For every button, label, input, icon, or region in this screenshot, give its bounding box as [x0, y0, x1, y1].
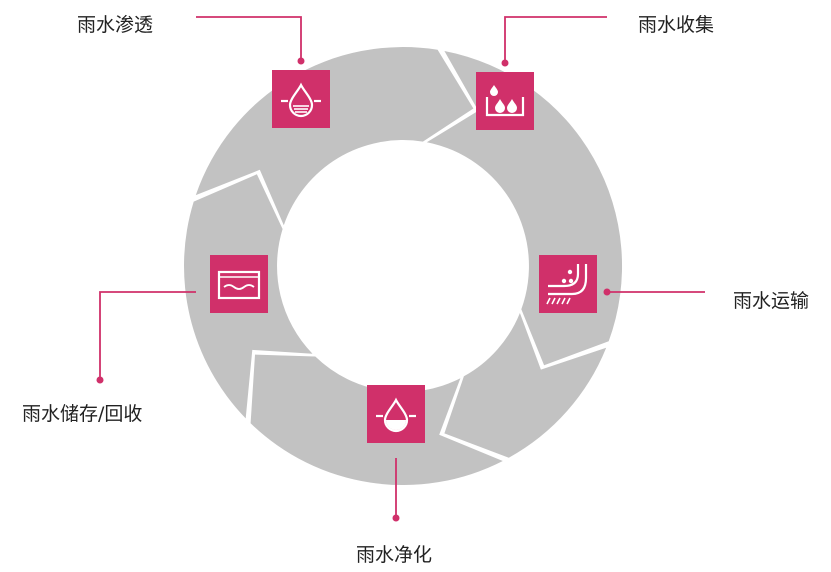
stage-label-storage-recycle: 雨水储存/回收 [22, 403, 143, 425]
stage-label-purification: 雨水净化 [356, 544, 433, 566]
stage-label-collection: 雨水收集 [638, 14, 715, 36]
pipe-transport-icon [539, 255, 597, 313]
collection-icon-tile [476, 72, 534, 130]
leader-collection-dot [501, 59, 509, 67]
storage-tank-icon [210, 255, 268, 313]
leader-storage-recycle [99, 291, 196, 380]
water-drop-infiltration-icon [272, 70, 330, 128]
leader-infiltration-dot [297, 57, 305, 65]
purification-icon-tile [367, 385, 425, 443]
leader-storage-recycle-dot [96, 376, 104, 384]
stage-label-infiltration: 雨水渗透 [77, 14, 154, 36]
leader-purification-dot [392, 514, 400, 522]
segment-transport [444, 313, 607, 458]
leader-infiltration [196, 16, 302, 61]
leader-collection [504, 16, 607, 63]
rain-collection-tank-icon [476, 72, 534, 130]
stage-label-transport: 雨水运输 [733, 290, 810, 312]
leader-transport-dot [603, 288, 611, 296]
infiltration-icon-tile [272, 70, 330, 128]
water-drop-purification-icon [367, 385, 425, 443]
segment-infiltration [195, 47, 474, 226]
